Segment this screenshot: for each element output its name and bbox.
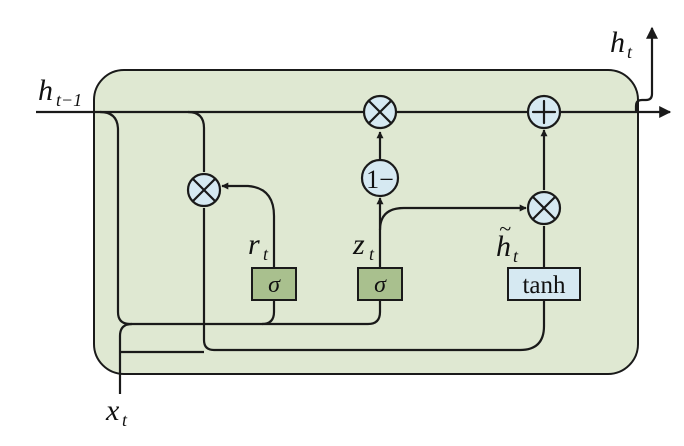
candidate-tanh-gate: tanh [507, 267, 581, 301]
candidate-multiply-icon [526, 190, 562, 226]
x-input-line [118, 322, 133, 394]
reset-multiply-icon [186, 172, 222, 208]
one-minus-label: 1− [366, 165, 394, 194]
svg-text:r: r [248, 228, 260, 261]
reset-gate-output-line [221, 182, 276, 268]
h-prev-branch-inner [202, 208, 546, 352]
svg-text:z: z [352, 228, 365, 261]
svg-text:h: h [496, 230, 511, 263]
add-icon [526, 94, 562, 130]
reset-gate-label: σ [268, 272, 281, 298]
forget-multiply-icon [362, 94, 398, 130]
update-gate-label: σ [374, 272, 387, 298]
h-prev-branch-outer [99, 110, 276, 326]
update-gate: σ [357, 267, 403, 301]
update-to-candidate-line [378, 204, 527, 231]
svg-text:t−1: t−1 [56, 90, 82, 110]
h-out-label: h t [610, 26, 633, 62]
tanh-label: tanh [522, 272, 566, 299]
reset-gate: σ [251, 267, 297, 301]
output-branch-line [634, 26, 658, 112]
z-label: z t [352, 228, 375, 264]
svg-text:t: t [627, 42, 633, 62]
svg-text:h: h [610, 26, 625, 59]
svg-text:~: ~ [499, 216, 511, 241]
gru-cell-box [93, 69, 639, 375]
one-minus-node: 1− [360, 158, 400, 198]
svg-text:t: t [122, 410, 128, 430]
x-input-label: x t [105, 394, 128, 430]
h-prev-label: h t−1 [38, 74, 82, 110]
svg-text:t: t [513, 246, 519, 266]
h-candidate-label: ~ h t [496, 216, 519, 266]
svg-text:t: t [263, 244, 269, 264]
svg-text:t: t [369, 244, 375, 264]
h-prev-branch-reset [187, 110, 206, 172]
r-label: r t [248, 228, 269, 264]
svg-text:h: h [38, 74, 53, 107]
x-to-update-gate-line [262, 300, 382, 326]
svg-text:x: x [105, 394, 120, 427]
